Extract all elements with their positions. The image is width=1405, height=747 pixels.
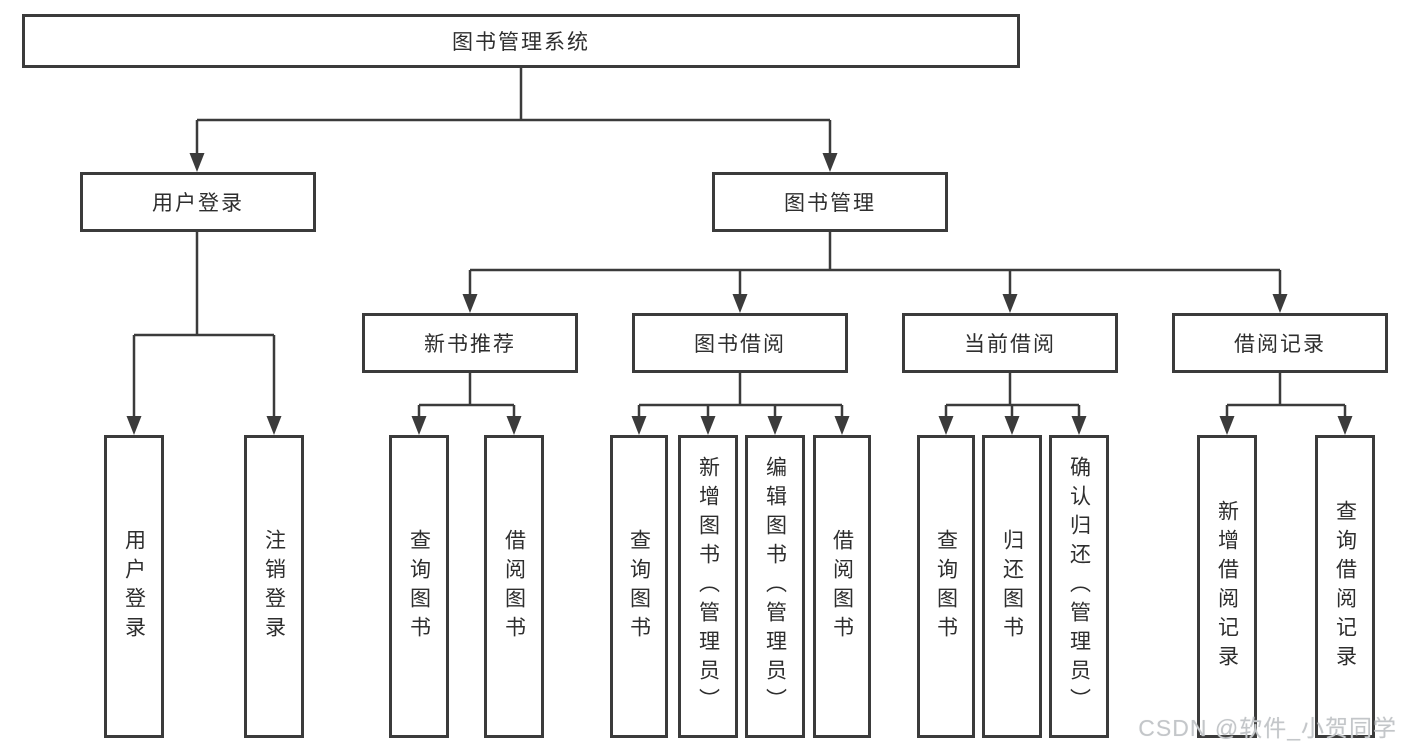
leaf-borrow-book: 借阅图书 xyxy=(813,435,871,738)
leaf-label: 归还图书 xyxy=(1000,528,1024,645)
leaf-query-book-borrow: 查询图书 xyxy=(610,435,668,738)
leaf-label: 查询图书 xyxy=(627,528,651,645)
connector-path-group xyxy=(132,68,1347,421)
leaf-borrow-book-recommend: 借阅图书 xyxy=(484,435,544,738)
leaf-query-borrow-record: 查询借阅记录 xyxy=(1315,435,1375,738)
node-book-management: 图书管理 xyxy=(712,172,948,232)
leaf-label: 查询借阅记录 xyxy=(1333,499,1357,674)
leaf-add-borrow-record: 新增借阅记录 xyxy=(1197,435,1257,738)
leaf-add-book-admin: 新增图书（管理员） xyxy=(678,435,738,738)
leaf-confirm-return-admin: 确认归还（管理员） xyxy=(1049,435,1109,738)
leaf-label: 查询图书 xyxy=(934,528,958,645)
node-root-system: 图书管理系统 xyxy=(22,14,1020,68)
leaf-label: 借阅图书 xyxy=(502,528,526,645)
leaf-label: 借阅图书 xyxy=(830,528,854,645)
node-borrow-records: 借阅记录 xyxy=(1172,313,1388,373)
node-new-book-recommend: 新书推荐 xyxy=(362,313,578,373)
csdn-watermark: CSDN @软件_小贺同学 xyxy=(1138,715,1397,741)
leaf-query-book-current: 查询图书 xyxy=(917,435,975,738)
node-current-borrow: 当前借阅 xyxy=(902,313,1118,373)
leaf-label: 编辑图书（管理员） xyxy=(763,456,787,717)
leaf-label: 用户登录 xyxy=(122,528,146,645)
arrowhead-group xyxy=(126,153,1353,435)
leaf-edit-book-admin: 编辑图书（管理员） xyxy=(745,435,805,738)
leaf-label: 查询图书 xyxy=(407,528,431,645)
leaf-user-login: 用户登录 xyxy=(104,435,164,738)
leaf-label: 新增图书（管理员） xyxy=(696,456,720,717)
node-book-borrow: 图书借阅 xyxy=(632,313,848,373)
leaf-label: 注销登录 xyxy=(262,528,286,645)
leaf-query-book-recommend: 查询图书 xyxy=(389,435,449,738)
node-user-login: 用户登录 xyxy=(80,172,316,232)
leaf-label: 新增借阅记录 xyxy=(1215,499,1239,674)
leaf-logout: 注销登录 xyxy=(244,435,304,738)
leaf-return-book: 归还图书 xyxy=(982,435,1042,738)
leaf-label: 确认归还（管理员） xyxy=(1067,456,1091,717)
